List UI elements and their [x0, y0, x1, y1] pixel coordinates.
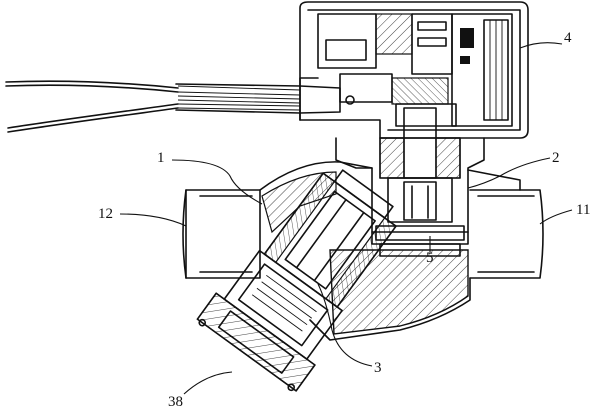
cable-bundle [5, 80, 341, 133]
valve-body [182, 161, 544, 341]
angled-cartridge [196, 169, 397, 392]
label-12: 12 [98, 206, 113, 222]
valve-neck [335, 107, 485, 245]
actuator-housing [299, 1, 529, 139]
label-3: 3 [374, 360, 382, 376]
label-2: 2 [552, 150, 560, 166]
label-1: 1 [157, 150, 165, 166]
reference-labels: 1 2 3 4 5 11 12 38 [98, 30, 590, 408]
label-4: 4 [564, 30, 572, 46]
label-38: 38 [168, 394, 183, 408]
leader-lines [119, 42, 573, 395]
label-11: 11 [576, 202, 590, 218]
label-5: 5 [426, 250, 434, 266]
